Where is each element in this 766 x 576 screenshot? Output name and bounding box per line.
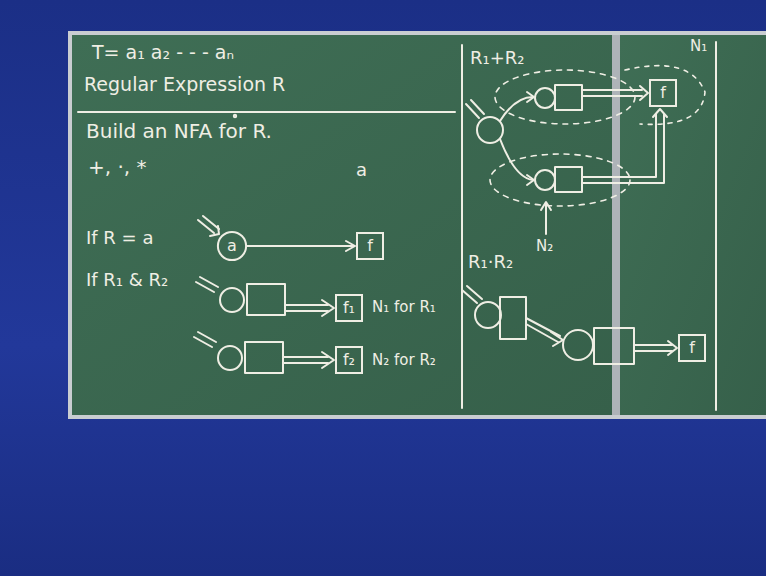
case-label: If R = a — [86, 228, 153, 249]
chalk-divider — [461, 45, 463, 408]
start-arrow — [466, 100, 484, 118]
state-circle — [563, 330, 593, 360]
case-label: If R₁ & R₂ — [86, 270, 168, 291]
arrow-head — [653, 109, 667, 117]
machine-label: N₁ for R₁ — [372, 299, 436, 316]
double-arrow — [283, 357, 328, 363]
node-text: f₁ — [343, 300, 355, 316]
machine-box — [555, 167, 582, 192]
dashed-outline — [495, 70, 635, 124]
start-arrow — [198, 216, 219, 233]
final-box: f₂ — [335, 346, 363, 374]
text-string: T= a₁ a₂ - - - aₙ — [92, 42, 234, 64]
state-circle — [535, 170, 555, 190]
final-box: f — [649, 79, 677, 107]
arrow-head — [640, 86, 648, 100]
state-circle — [220, 288, 244, 312]
node-text: f — [367, 238, 373, 254]
start-arrow — [196, 277, 218, 292]
state-circle — [535, 88, 555, 108]
arrow-head — [322, 352, 334, 368]
node-text: f — [660, 85, 666, 101]
branch-line — [500, 139, 533, 180]
node-text: f — [689, 340, 695, 356]
state-circle — [218, 346, 242, 370]
machine-label: N₂ — [536, 238, 553, 255]
final-box: f₁ — [335, 294, 363, 322]
double-arrow — [526, 318, 560, 342]
section-label: R₁·R₂ — [468, 252, 513, 273]
machine-box — [594, 328, 634, 364]
arrow-head — [551, 332, 563, 346]
final-box: f — [678, 334, 706, 362]
operator-list: +, ·, * — [88, 156, 147, 179]
board-surface — [72, 35, 612, 415]
transition-arrow — [247, 241, 355, 251]
section-label: R₁+R₂ — [470, 48, 525, 69]
double-arrow — [634, 345, 672, 351]
heading-note: Regular Expression R — [84, 74, 285, 96]
dashed-outline — [625, 66, 705, 125]
chalk-divider — [715, 42, 717, 410]
board-gap — [612, 35, 620, 415]
node-text: f₂ — [343, 352, 355, 368]
state-circle — [475, 302, 501, 328]
machine-label: N₂ for R₂ — [372, 352, 436, 369]
chalk-dot — [234, 115, 236, 117]
start-arrow — [194, 332, 216, 347]
arrow-head — [322, 300, 334, 316]
double-arrow — [285, 305, 328, 311]
machine-label: N₁ — [690, 38, 707, 55]
arrow-head — [527, 92, 534, 102]
final-box: f — [356, 232, 384, 260]
machine-box — [247, 284, 285, 315]
board-surface — [620, 35, 766, 415]
pointer-arrow — [541, 202, 551, 234]
arrow-head — [668, 341, 677, 355]
node-text: a — [227, 238, 237, 254]
arrow-head — [527, 175, 534, 185]
start-arrow — [462, 286, 482, 303]
machine-box — [500, 297, 526, 339]
arrow-head — [210, 226, 219, 236]
state-circle: a — [217, 231, 247, 261]
chalk-rule — [78, 111, 455, 113]
machine-box — [555, 85, 582, 110]
task-note: Build an NFA for R. — [86, 120, 272, 143]
board-frame — [68, 31, 616, 419]
machine-box — [245, 342, 283, 373]
symbol-note: a — [356, 160, 367, 181]
dashed-outline — [490, 154, 630, 206]
